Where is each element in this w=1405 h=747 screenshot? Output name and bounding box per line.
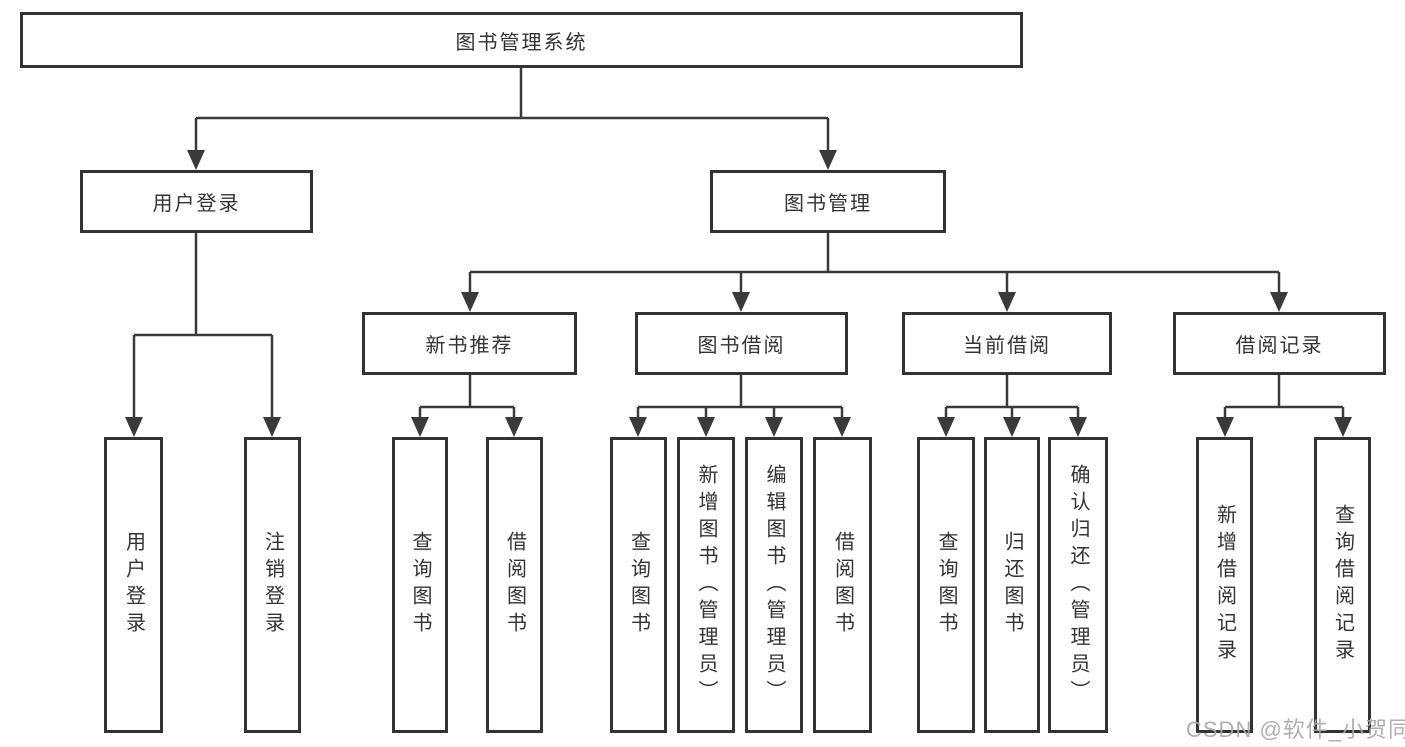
leaf-add-borrow-record: 新增借阅记录 [1196,437,1253,733]
node-new-book-recommend: 新书推荐 [362,312,577,375]
watermark: CSDN @软件_小贺同学 [1186,717,1405,742]
leaf-borrow-books: 借阅图书 [813,437,872,733]
node-user-login: 用户登录 [80,170,313,233]
leaf-return-book: 归还图书 [984,437,1040,733]
leaf-query-books-current: 查询图书 [917,437,975,733]
node-current-borrow: 当前借阅 [902,312,1112,375]
node-book-management: 图书管理 [710,170,946,233]
arrowheads [125,150,1352,437]
node-root: 图书管理系统 [20,12,1023,68]
leaf-query-borrow-record: 查询借阅记录 [1314,437,1371,733]
leaf-edit-book-admin: 编辑图书（管理员） [745,437,803,733]
node-book-borrow: 图书借阅 [635,312,848,375]
leaf-query-books-recommend: 查询图书 [392,437,448,733]
leaf-add-book-admin: 新增图书（管理员） [677,437,735,733]
leaf-user-login: 用户登录 [104,437,163,733]
leaf-query-books-borrow: 查询图书 [610,437,667,733]
node-borrow-records: 借阅记录 [1173,312,1386,375]
leaf-confirm-return-admin: 确认归还（管理员） [1048,437,1108,733]
leaf-logout: 注销登录 [244,437,301,733]
leaf-borrow-books-recommend: 借阅图书 [486,437,543,733]
